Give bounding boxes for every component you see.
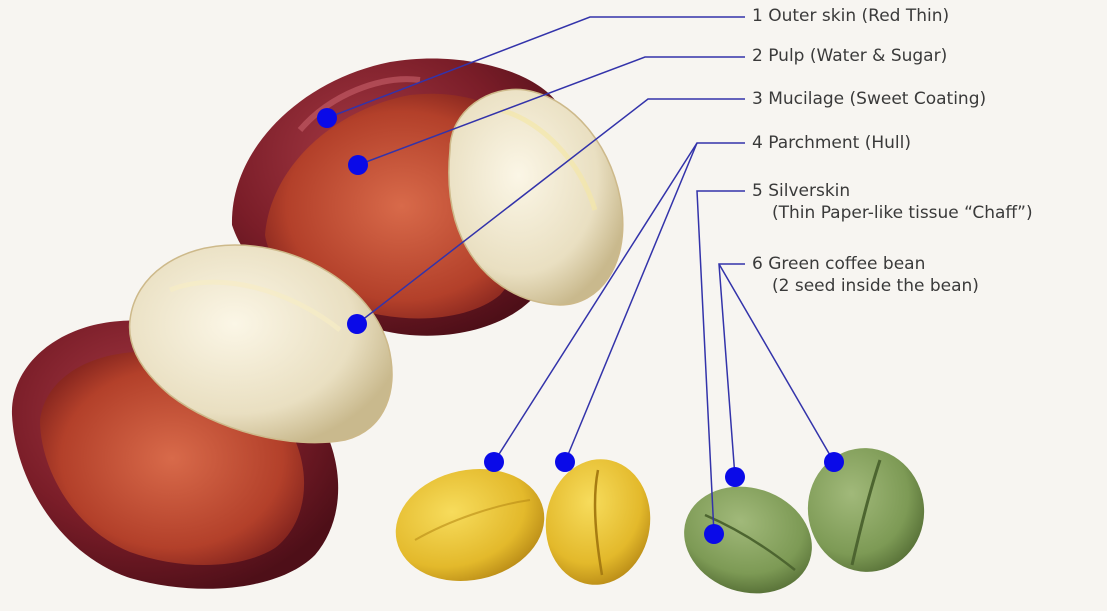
label-subtext: (Thin Paper-like tissue “Chaff”) [752, 202, 1033, 224]
label-pulp: 2 Pulp (Water & Sugar) [752, 45, 947, 67]
leader-line-green-bean-a [719, 264, 745, 477]
label-silverskin: 5 Silverskin (Thin Paper-like tissue “Ch… [752, 180, 1033, 224]
label-text: Silverskin [768, 181, 850, 201]
parchment-bean-right [538, 452, 659, 591]
label-green-coffee-bean: 6 Green coffee bean (2 seed inside the b… [752, 253, 979, 297]
label-number: 1 [752, 6, 763, 26]
label-text: Parchment (Hull) [768, 133, 911, 153]
label-parchment: 4 Parchment (Hull) [752, 132, 911, 154]
label-number: 6 [752, 254, 763, 274]
label-number: 4 [752, 133, 763, 153]
label-text: Green coffee bean [768, 254, 925, 274]
marker-dot-green-bean-a [725, 467, 745, 487]
label-number: 5 [752, 181, 763, 201]
label-text: Outer skin (Red Thin) [768, 6, 949, 26]
marker-dot-silverskin [704, 524, 724, 544]
label-subtext: (2 seed inside the bean) [752, 275, 979, 297]
green-bean-right [798, 439, 934, 581]
label-text: Mucilage (Sweet Coating) [768, 89, 986, 109]
marker-dot-green-bean-b [824, 452, 844, 472]
parchment-bean-left [385, 456, 555, 595]
label-number: 3 [752, 89, 763, 109]
label-outer-skin: 1 Outer skin (Red Thin) [752, 5, 949, 27]
marker-dot-pulp [348, 155, 368, 175]
marker-dot-parchment-a [484, 452, 504, 472]
label-text: Pulp (Water & Sugar) [768, 46, 947, 66]
green-bean-left [670, 470, 826, 609]
marker-dot-mucilage [347, 314, 367, 334]
marker-dot-outer-skin [317, 108, 337, 128]
label-mucilage: 3 Mucilage (Sweet Coating) [752, 88, 986, 110]
label-number: 2 [752, 46, 763, 66]
marker-dot-parchment-b [555, 452, 575, 472]
